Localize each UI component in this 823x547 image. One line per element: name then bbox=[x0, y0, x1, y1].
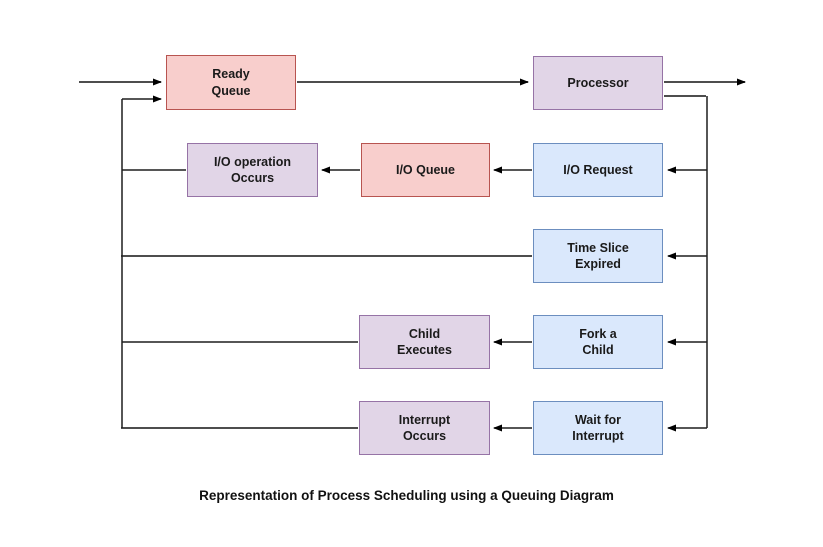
box-child-executes: Child Executes bbox=[359, 315, 490, 369]
box-wait-for-interrupt-label: Wait for Interrupt bbox=[572, 412, 624, 443]
box-wait-for-interrupt: Wait for Interrupt bbox=[533, 401, 663, 455]
box-io-request-label: I/O Request bbox=[563, 162, 633, 177]
box-interrupt-occurs: Interrupt Occurs bbox=[359, 401, 490, 455]
diagram-caption: Representation of Process Scheduling usi… bbox=[199, 488, 614, 503]
box-io-operation-occurs-label: I/O operation Occurs bbox=[213, 154, 292, 185]
box-time-slice-expired-label: Time Slice Expired bbox=[567, 240, 629, 271]
box-interrupt-occurs-label: Interrupt Occurs bbox=[398, 412, 451, 443]
box-processor-label: Processor bbox=[567, 75, 629, 90]
box-io-request: I/O Request bbox=[533, 143, 663, 197]
box-processor: Processor bbox=[533, 56, 663, 110]
box-child-executes-label: Child Executes bbox=[397, 326, 452, 357]
box-fork-a-child-label: Fork a Child bbox=[579, 326, 617, 357]
box-io-operation-occurs: I/O operation Occurs bbox=[187, 143, 318, 197]
box-io-queue: I/O Queue bbox=[361, 143, 490, 197]
box-ready-queue-label: Ready Queue bbox=[211, 67, 251, 98]
box-fork-a-child: Fork a Child bbox=[533, 315, 663, 369]
box-time-slice-expired: Time Slice Expired bbox=[533, 229, 663, 283]
box-io-queue-label: I/O Queue bbox=[395, 162, 456, 177]
box-ready-queue: Ready Queue bbox=[166, 55, 296, 110]
